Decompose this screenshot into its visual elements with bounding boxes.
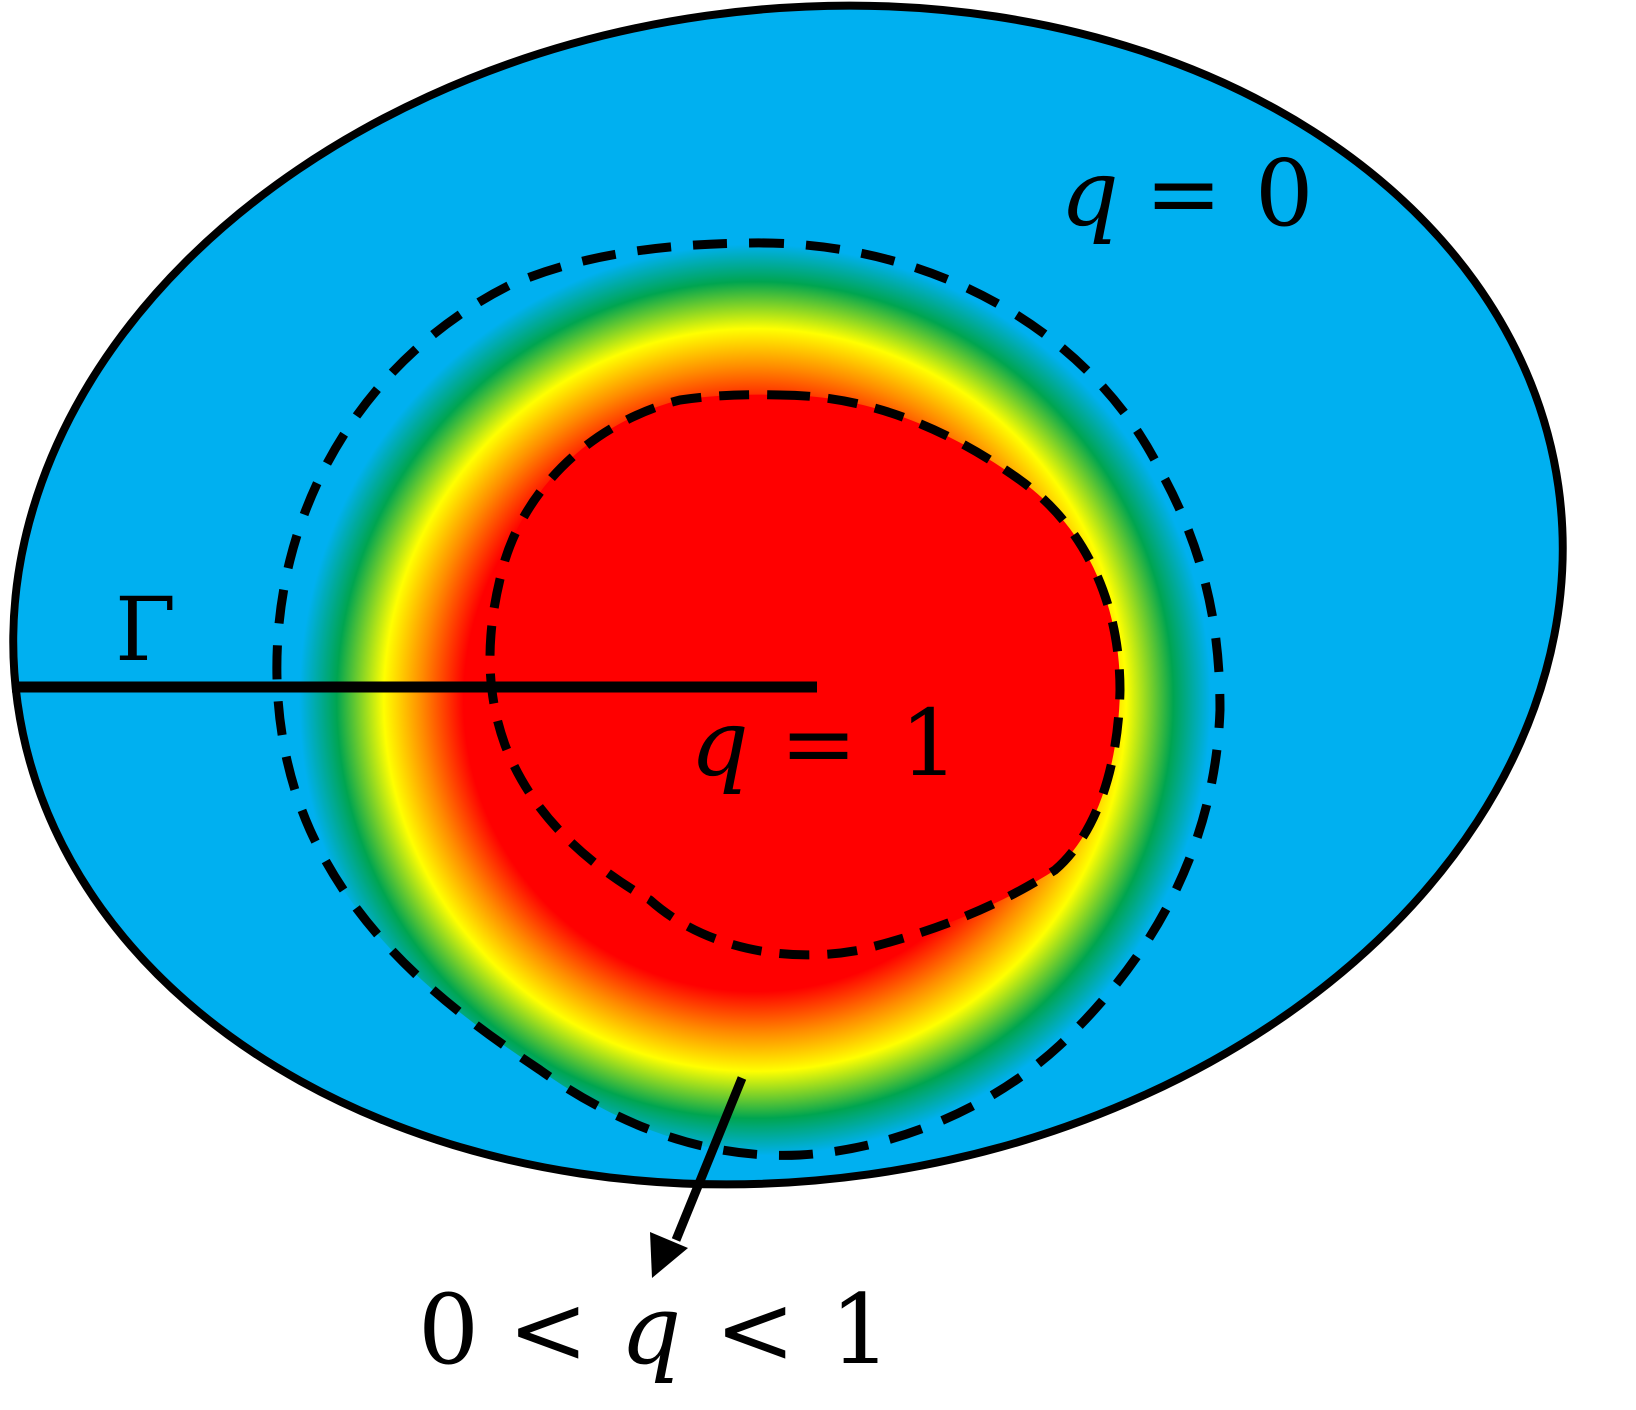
label-q1-value: 1 [900,690,959,797]
label-range-op2: < [715,1274,795,1386]
inner-dashed-boundary [485,390,1125,960]
arrow-shaft [671,1076,747,1242]
label-q-equals-1: q = 1 [690,690,959,797]
arrow-head [650,1232,688,1278]
label-q-equals-0: q = 0 [1060,140,1314,247]
label-range-op1: < [508,1274,588,1386]
label-q1-variable: q [690,690,749,797]
label-q0-relation: = [1145,140,1222,247]
label-range-variable: q [620,1274,681,1386]
label-gamma: Γ [115,578,176,681]
label-q1-relation: = [780,690,857,797]
outer-dashed-boundary [272,238,1225,1160]
label-q0-variable: q [1060,140,1119,247]
label-q0-value: 0 [1255,140,1314,247]
label-range-lower: 0 [418,1274,479,1386]
label-transition-range: 0 < q < 1 [418,1274,891,1386]
label-range-upper: 1 [830,1274,891,1386]
